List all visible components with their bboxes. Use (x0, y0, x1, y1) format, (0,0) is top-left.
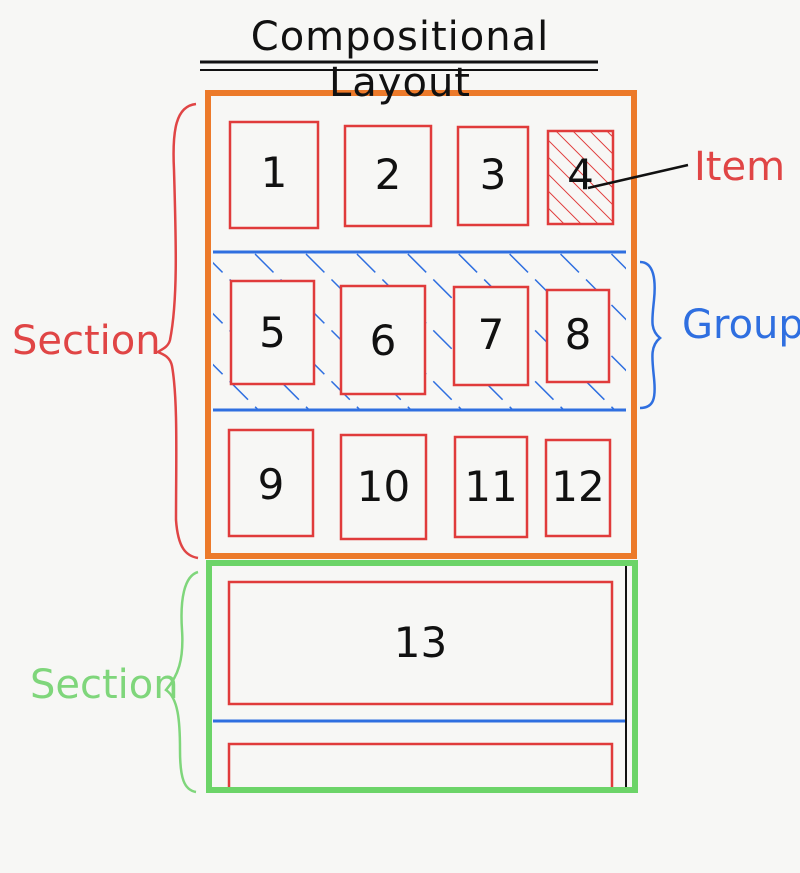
item-box (227, 428, 315, 538)
item-box (339, 433, 428, 541)
item-pointer-line (587, 163, 689, 190)
section-top-brace (155, 102, 199, 560)
group-label: Group (682, 302, 800, 348)
item-box (229, 279, 316, 386)
item-box-wide (227, 580, 614, 706)
item-number: 2 (374, 150, 402, 199)
page-title: Compositional Layout (250, 14, 550, 106)
item-number: 8 (564, 310, 592, 359)
item-number: 6 (369, 316, 397, 365)
item-box (228, 120, 320, 230)
item-number: 9 (257, 460, 285, 509)
item-number: 3 (479, 150, 507, 199)
section-bottom-frame (206, 560, 638, 793)
section-bottom-brace (164, 570, 199, 794)
item-label: Item (694, 144, 786, 190)
item-number: 13 (393, 618, 448, 667)
item-box (452, 285, 530, 387)
item-box (545, 288, 611, 384)
section-top-frame (205, 90, 637, 559)
item-number: 4 (567, 150, 594, 199)
item-box (453, 435, 529, 539)
item-number: 7 (477, 310, 505, 359)
section-bottom-label: Section (30, 662, 179, 708)
item-number: 11 (464, 462, 518, 511)
item-box-partial (227, 742, 614, 790)
item-box (456, 125, 530, 227)
section-top-label: Section (12, 318, 161, 364)
item-number: 10 (356, 462, 411, 511)
item-number: 1 (260, 148, 288, 197)
item-box (343, 124, 433, 228)
item-number: 12 (551, 462, 605, 511)
item-number: 5 (259, 308, 286, 357)
item-box (339, 284, 427, 396)
item-box (544, 438, 612, 538)
group-brace (639, 260, 662, 410)
item-box-hatched (546, 129, 615, 226)
